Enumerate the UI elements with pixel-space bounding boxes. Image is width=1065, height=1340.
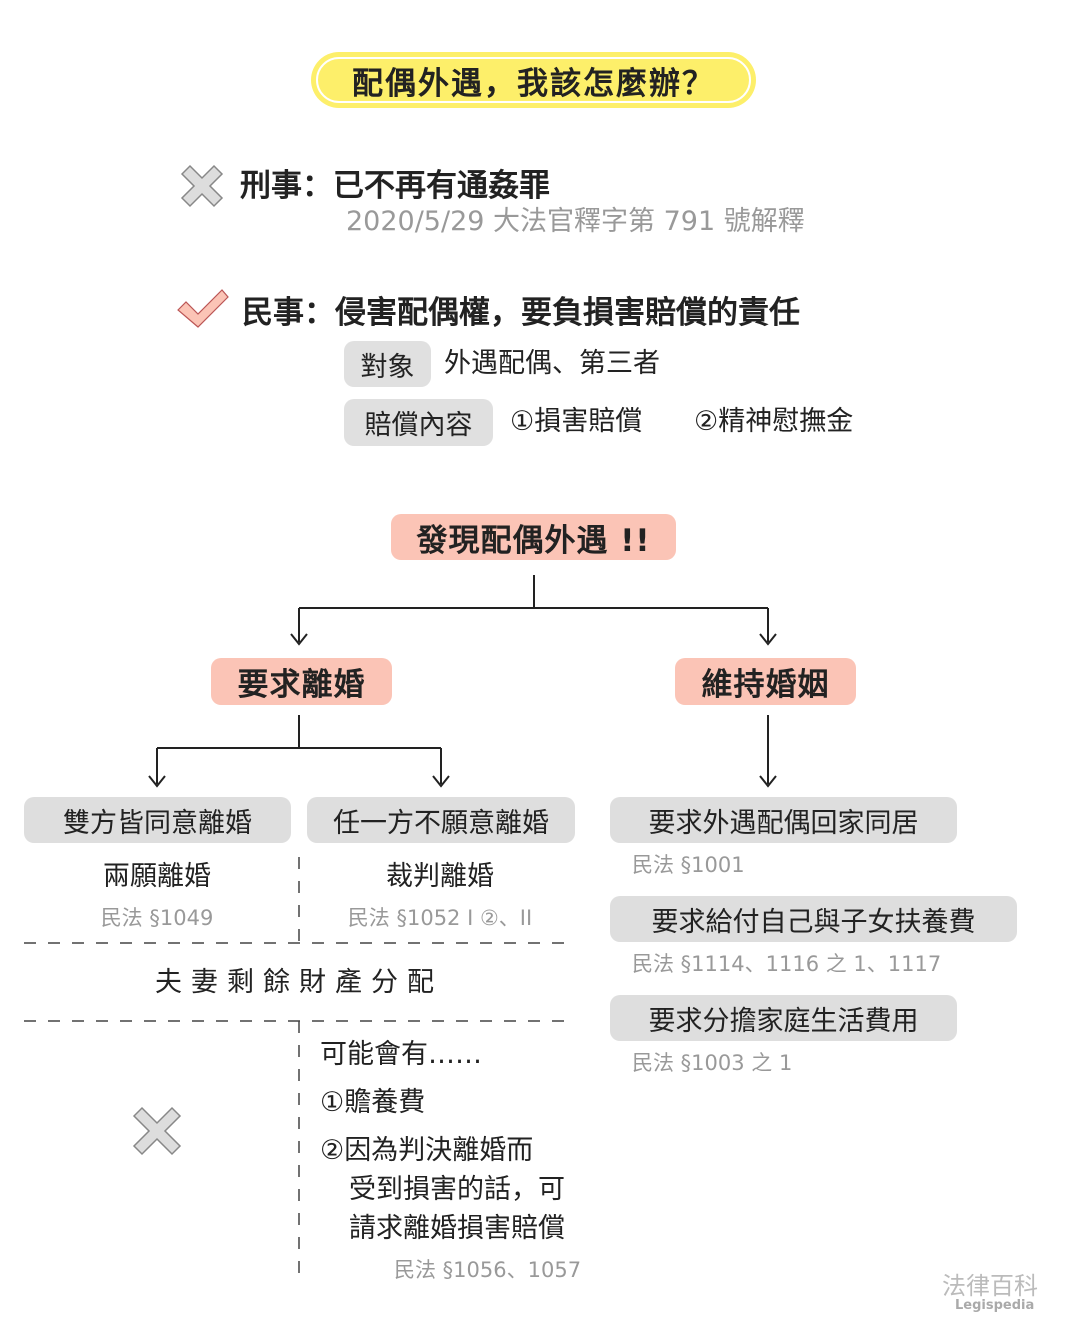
compensation-item-2: ②精神慰撫金 bbox=[694, 406, 854, 437]
divorce-node: 要求離婚 bbox=[211, 658, 392, 705]
cross-icon bbox=[132, 164, 224, 1156]
maintain-item-support-law: 民法 §1114、1116 之 1、1117 bbox=[632, 952, 942, 976]
maybe-item-1: ①贍養費 bbox=[320, 1087, 426, 1118]
maintain-item-expenses: 要求分擔家庭生活費用 bbox=[610, 995, 957, 1041]
page-title: 配偶外遇，我該怎麼辦？ bbox=[311, 52, 756, 108]
maybe-law: 民法 §1056、1057 bbox=[394, 1258, 582, 1282]
compensation-item-1: ①損害賠償 bbox=[510, 406, 643, 437]
contested-node: 任一方不願意離婚 bbox=[307, 797, 575, 843]
connector-divorce bbox=[157, 715, 441, 749]
property-distribution: 夫妻剩餘財產分配 bbox=[155, 967, 443, 998]
check-icon bbox=[177, 289, 229, 328]
mutual-divorce-type: 兩願離婚 bbox=[103, 861, 211, 892]
criminal-note: 2020/5/29 大法官釋字第 791 號解釋 bbox=[346, 206, 805, 237]
civil-heading: 民事：侵害配偶權，要負損害賠償的責任 bbox=[242, 295, 800, 331]
judicial-divorce-law: 民法 §1052 I ②、II bbox=[347, 906, 533, 930]
maybe-item-2: ②因為判決離婚而 bbox=[320, 1135, 534, 1166]
dashed-dividers bbox=[24, 857, 575, 1285]
logo-sub: Legispedia bbox=[955, 1298, 1035, 1313]
compensation-tag: 賠償內容 bbox=[344, 399, 493, 446]
maintain-item-cohabit-law: 民法 §1001 bbox=[632, 853, 745, 877]
maybe-item-2-line-3: 請求離婚損害賠償 bbox=[349, 1213, 565, 1244]
maintain-item-cohabit: 要求外遇配偶回家同居 bbox=[610, 797, 957, 843]
maintain-item-expenses-law: 民法 §1003 之 1 bbox=[632, 1051, 793, 1075]
target-tag: 對象 bbox=[344, 341, 431, 387]
target-value: 外遇配偶、第三者 bbox=[444, 348, 660, 379]
maintain-item-support: 要求給付自己與子女扶養費 bbox=[610, 896, 1017, 942]
logo-name: 法律百科 bbox=[942, 1272, 1038, 1300]
maintain-node: 維持婚姻 bbox=[675, 658, 856, 705]
criminal-heading: 刑事：已不再有通姦罪 bbox=[240, 168, 550, 204]
connector-root bbox=[299, 575, 768, 609]
mutual-divorce-law: 民法 §1049 bbox=[100, 906, 214, 930]
title-text: 配偶外遇，我該怎麼辦？ bbox=[352, 65, 715, 102]
maybe-heading: 可能會有…… bbox=[320, 1039, 482, 1070]
maybe-item-2-line-2: 受到損害的話，可 bbox=[349, 1174, 565, 1205]
mutual-consent-node: 雙方皆同意離婚 bbox=[24, 797, 291, 843]
root-node: 發現配偶外遇 !! bbox=[391, 514, 676, 560]
judicial-divorce-type: 裁判離婚 bbox=[386, 861, 494, 892]
